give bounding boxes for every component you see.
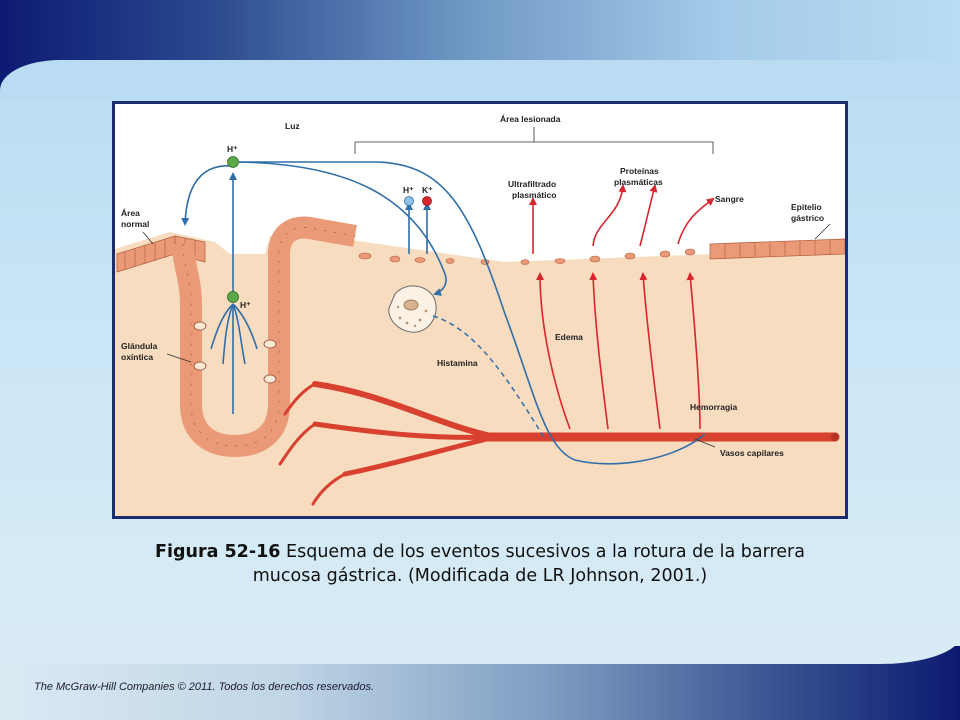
label-edema: Edema xyxy=(555,332,583,342)
header-band xyxy=(0,0,960,100)
label-k-plus-pump: K⁺ xyxy=(422,185,433,195)
label-hemorragia: Hemorragia xyxy=(690,402,738,412)
copyright-notice: The McGraw-Hill Companies © 2011. Todos … xyxy=(34,681,375,693)
h-ion-pump xyxy=(404,196,414,206)
label-histamina: Histamina xyxy=(437,358,478,368)
acid-flow-arrows xyxy=(181,161,706,465)
figure-frame: Luz Área lesionada H⁺ H⁺ H⁺ K⁺ Área norm… xyxy=(112,101,848,519)
oxyntic-gland xyxy=(172,216,357,458)
k-ion-pump xyxy=(422,196,432,206)
label-ultrafiltrado-line1: Ultrafiltrado xyxy=(508,179,556,189)
label-vasos-capilares: Vasos capilares xyxy=(720,448,784,458)
vessel-end xyxy=(831,432,839,442)
area-lesionada-bracket xyxy=(354,141,714,154)
label-area-normal-line1: Área xyxy=(121,208,140,218)
label-glandula-line2: oxíntica xyxy=(121,352,153,362)
label-epitelio-line1: Epitelio xyxy=(791,202,822,212)
label-proteinas-line2: plasmáticas xyxy=(614,177,663,187)
label-luz: Luz xyxy=(285,121,300,131)
lamina-propria xyxy=(115,232,845,516)
caption-label: Figura 52-16 xyxy=(155,542,281,562)
plasma-leak-arrows xyxy=(529,184,715,430)
capillary-vessels xyxy=(278,381,840,506)
caption-text: Esquema de los eventos sucesivos a la ro… xyxy=(252,542,805,586)
label-epitelio-line2: gástrico xyxy=(791,213,824,223)
label-ultrafiltrado-line2: plasmático xyxy=(512,190,556,200)
label-h-plus-pump: H⁺ xyxy=(403,185,414,195)
label-area-lesionada: Área lesionada xyxy=(500,114,561,124)
label-h-plus-top: H⁺ xyxy=(227,144,238,154)
footer-band xyxy=(0,624,960,720)
h-ion-gland xyxy=(227,291,239,303)
label-sangre: Sangre xyxy=(715,194,744,204)
parietal-cells xyxy=(193,321,277,384)
label-h-plus-lower: H⁺ xyxy=(240,300,251,310)
mast-cell xyxy=(388,285,437,333)
gastric-epithelium xyxy=(709,238,845,260)
label-proteinas-line1: Proteínas xyxy=(620,166,659,176)
label-area-normal-line2: normal xyxy=(121,219,149,229)
figure-caption: Figura 52-16 Esquema de los eventos suce… xyxy=(120,540,840,588)
damaged-surface xyxy=(358,248,696,265)
label-glandula-line1: Glándula xyxy=(121,341,158,351)
mucosa-diagram: Luz Área lesionada H⁺ H⁺ H⁺ K⁺ Área norm… xyxy=(115,114,845,516)
h-ion-top xyxy=(227,156,239,168)
